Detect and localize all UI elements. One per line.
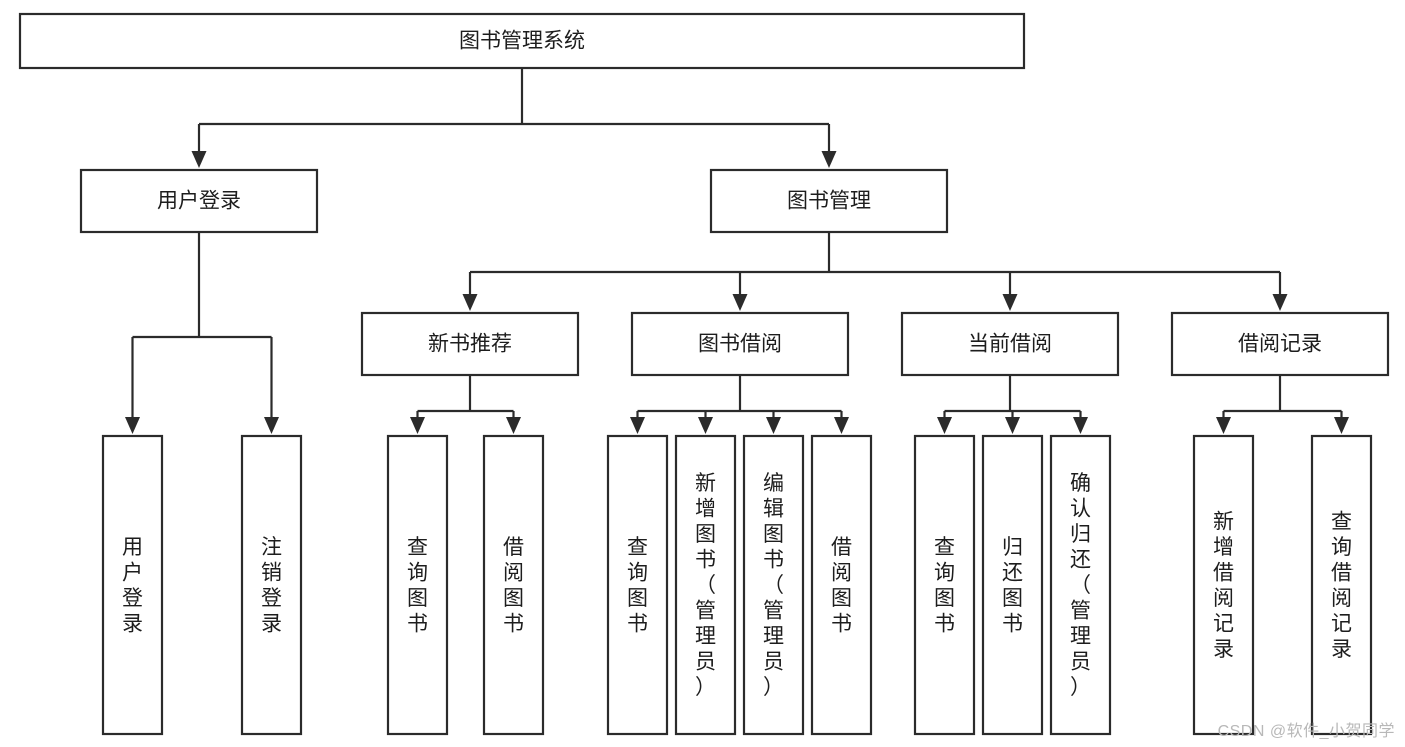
node-box[interactable] xyxy=(674,434,737,736)
node-box[interactable] xyxy=(810,434,873,736)
node-label: 新增图书（管理员） xyxy=(695,472,716,699)
node-box[interactable] xyxy=(1310,434,1373,736)
node-label: 借阅记录 xyxy=(1238,333,1322,356)
arrow-head-icon xyxy=(410,417,425,434)
arrow-head-icon xyxy=(698,417,713,434)
node-label: 当前借阅 xyxy=(968,333,1052,356)
node-l-logout[interactable]: 注销登录 xyxy=(240,434,303,736)
node-n-current-borrow[interactable]: 当前借阅 xyxy=(900,311,1120,377)
node-n-book-manage[interactable]: 图书管理 xyxy=(709,168,949,234)
node-root[interactable]: 图书管理系统 xyxy=(18,12,1026,70)
node-box[interactable] xyxy=(1049,434,1112,736)
node-l-bb-add[interactable]: 新增图书（管理员） xyxy=(674,434,737,736)
arrow-head-icon xyxy=(821,151,837,168)
node-l-br-query[interactable]: 查询借阅记录 xyxy=(1310,434,1373,736)
connector-group-n-new-book-rec xyxy=(410,375,521,434)
connector-group-n-book-manage xyxy=(462,232,1288,311)
node-box[interactable] xyxy=(606,434,669,736)
connector-group-n-borrow-record xyxy=(1216,375,1349,434)
node-label: 查询借阅记录 xyxy=(1331,510,1352,661)
node-box[interactable] xyxy=(18,12,1026,70)
node-label: 图书管理 xyxy=(787,190,871,213)
node-label: 确认归还（管理员） xyxy=(1070,472,1091,699)
node-l-user-login[interactable]: 用户登录 xyxy=(101,434,164,736)
arrow-head-icon xyxy=(1216,417,1231,434)
node-l-cb-return[interactable]: 归还图书 xyxy=(981,434,1044,736)
node-label: 借阅图书 xyxy=(503,536,524,636)
arrow-head-icon xyxy=(766,417,781,434)
node-box[interactable] xyxy=(913,434,976,736)
node-box[interactable] xyxy=(360,311,580,377)
node-box[interactable] xyxy=(1170,311,1390,377)
node-label: 用户登录 xyxy=(157,190,241,213)
node-l-br-add[interactable]: 新增借阅记录 xyxy=(1192,434,1255,736)
connector-group-root xyxy=(191,68,837,168)
node-l-bb-query[interactable]: 查询图书 xyxy=(606,434,669,736)
arrow-head-icon xyxy=(506,417,521,434)
arrow-head-icon xyxy=(1073,417,1088,434)
node-label: 查询图书 xyxy=(407,536,428,636)
node-box[interactable] xyxy=(240,434,303,736)
node-box[interactable] xyxy=(981,434,1044,736)
node-n-borrow-record[interactable]: 借阅记录 xyxy=(1170,311,1390,377)
node-label: 图书管理系统 xyxy=(459,30,585,53)
node-l-cb-confirm[interactable]: 确认归还（管理员） xyxy=(1049,434,1112,736)
arrow-head-icon xyxy=(1002,294,1018,311)
arrow-head-icon xyxy=(264,417,279,434)
connector-layer xyxy=(125,68,1349,434)
node-box[interactable] xyxy=(386,434,449,736)
arrow-head-icon xyxy=(462,294,478,311)
arrow-head-icon xyxy=(937,417,952,434)
arrow-head-icon xyxy=(1334,417,1349,434)
node-n-user-login[interactable]: 用户登录 xyxy=(79,168,319,234)
node-n-new-book-rec[interactable]: 新书推荐 xyxy=(360,311,580,377)
node-label: 查询图书 xyxy=(934,536,955,636)
csdn-watermark: CSDN @软件_小贺同学 xyxy=(1217,723,1395,740)
arrow-head-icon xyxy=(191,151,207,168)
node-label: 注销登录 xyxy=(261,536,282,636)
node-label: 查询图书 xyxy=(627,536,648,636)
node-box[interactable] xyxy=(900,311,1120,377)
connector-group-n-book-borrow xyxy=(630,375,849,434)
node-label: 新书推荐 xyxy=(428,333,512,356)
node-l-cb-query[interactable]: 查询图书 xyxy=(913,434,976,736)
node-label: 用户登录 xyxy=(122,536,143,636)
node-label: 借阅图书 xyxy=(831,536,852,636)
connector-group-n-current-borrow xyxy=(937,375,1088,434)
node-l-bb-edit[interactable]: 编辑图书（管理员） xyxy=(742,434,805,736)
node-layer: 图书管理系统用户登录图书管理新书推荐图书借阅当前借阅借阅记录用户登录注销登录查询… xyxy=(18,12,1390,736)
connector-group-n-user-login xyxy=(125,232,279,434)
node-n-book-borrow[interactable]: 图书借阅 xyxy=(630,311,850,377)
node-box[interactable] xyxy=(482,434,545,736)
node-label: 新增借阅记录 xyxy=(1213,510,1234,661)
arrow-head-icon xyxy=(125,417,140,434)
arrow-head-icon xyxy=(1005,417,1020,434)
node-label: 图书借阅 xyxy=(698,333,782,356)
arrow-head-icon xyxy=(1272,294,1288,311)
node-box[interactable] xyxy=(1192,434,1255,736)
node-box[interactable] xyxy=(709,168,949,234)
node-l-rec-borrow[interactable]: 借阅图书 xyxy=(482,434,545,736)
node-box[interactable] xyxy=(101,434,164,736)
node-box[interactable] xyxy=(630,311,850,377)
arrow-head-icon xyxy=(834,417,849,434)
arrow-head-icon xyxy=(630,417,645,434)
node-box[interactable] xyxy=(742,434,805,736)
node-l-rec-query[interactable]: 查询图书 xyxy=(386,434,449,736)
node-box[interactable] xyxy=(79,168,319,234)
node-label: 编辑图书（管理员） xyxy=(763,472,784,699)
node-l-bb-borrow[interactable]: 借阅图书 xyxy=(810,434,873,736)
arrow-head-icon xyxy=(732,294,748,311)
node-label: 归还图书 xyxy=(1002,536,1023,636)
